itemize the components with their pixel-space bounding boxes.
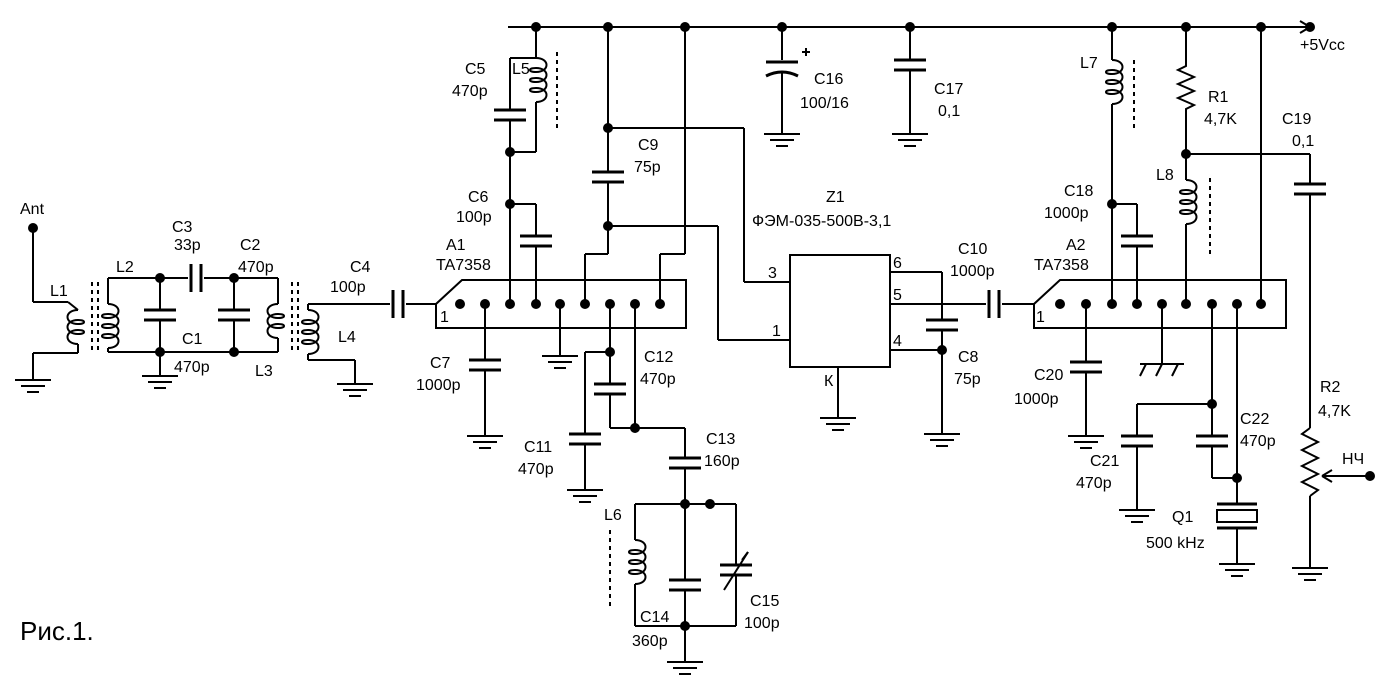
capacitor-icon bbox=[584, 27, 790, 341]
l2-label: L2 bbox=[116, 259, 134, 276]
c1-value: 470p bbox=[174, 359, 210, 376]
z1-pin3: 3 bbox=[768, 265, 777, 282]
c2-ref: C2 bbox=[240, 237, 261, 254]
q1-value: 500 kHz bbox=[1146, 535, 1205, 552]
c10-value: 1000p bbox=[950, 263, 995, 280]
c4-value: 100p bbox=[330, 279, 366, 296]
c19-ref: C19 bbox=[1282, 111, 1311, 128]
antenna-label: Ant bbox=[20, 201, 45, 218]
c4-ref: C4 bbox=[350, 259, 371, 276]
l5-label: L5 bbox=[512, 61, 530, 78]
resistor-icon bbox=[1177, 27, 1326, 428]
filter-icon bbox=[789, 254, 986, 447]
c17-value: 0,1 bbox=[938, 103, 960, 120]
c9-ref: C9 bbox=[638, 137, 659, 154]
c18-ref: C18 bbox=[1064, 183, 1093, 200]
figure-caption: Рис.1. bbox=[20, 616, 94, 646]
inductor-icon bbox=[1105, 27, 1155, 304]
c12-ref: C12 bbox=[644, 349, 673, 366]
r2-value: 4,7K bbox=[1318, 403, 1351, 420]
l7-label: L7 bbox=[1080, 55, 1098, 72]
c14-ref: C14 bbox=[640, 609, 669, 626]
ic-icon bbox=[435, 279, 687, 369]
potentiometer-icon bbox=[1291, 427, 1375, 581]
c13-value: 160p bbox=[704, 453, 740, 470]
z1-pin-k: К bbox=[824, 373, 834, 390]
r2-ref: R2 bbox=[1320, 379, 1341, 396]
l6-label: L6 bbox=[604, 507, 622, 524]
c20-ref: C20 bbox=[1034, 367, 1063, 384]
capacitor-icon bbox=[987, 288, 1034, 320]
inductor-icon bbox=[492, 27, 558, 304]
c19-value: 0,1 bbox=[1292, 133, 1314, 150]
c15-value: 100p bbox=[744, 615, 780, 632]
c14-value: 360p bbox=[632, 633, 668, 650]
transformer-icon bbox=[14, 277, 160, 393]
a1-part: TA7358 bbox=[436, 257, 491, 274]
supply-rail bbox=[508, 20, 1315, 34]
c21-ref: C21 bbox=[1090, 453, 1119, 470]
c22-value: 470p bbox=[1240, 433, 1276, 450]
a2-part: TA7358 bbox=[1034, 257, 1089, 274]
l4-label: L4 bbox=[338, 329, 356, 346]
r1-ref: R1 bbox=[1208, 89, 1229, 106]
c16-ref: C16 bbox=[814, 71, 843, 88]
c13-ref: C13 bbox=[706, 431, 735, 448]
c8-value: 75p bbox=[954, 371, 981, 388]
c17-ref: C17 bbox=[934, 81, 963, 98]
c5-value: 470p bbox=[452, 83, 488, 100]
c15-ref: C15 bbox=[750, 593, 779, 610]
c20-value: 1000p bbox=[1014, 391, 1059, 408]
c9-value: 75p bbox=[634, 159, 661, 176]
l1-label: L1 bbox=[50, 283, 68, 300]
c7-ref: C7 bbox=[430, 355, 451, 372]
a1-ref: A1 bbox=[446, 237, 466, 254]
supply-label: +5Vcc bbox=[1300, 37, 1345, 54]
crystal-icon bbox=[1118, 304, 1258, 577]
c21-value: 470p bbox=[1076, 475, 1112, 492]
q1-ref: Q1 bbox=[1172, 509, 1193, 526]
transformer-icon bbox=[266, 278, 374, 397]
c5-ref: C5 bbox=[465, 61, 486, 78]
audio-out-label: НЧ bbox=[1342, 451, 1364, 468]
c6-ref: C6 bbox=[468, 189, 489, 206]
c12-value: 470p bbox=[640, 371, 676, 388]
z1-pin4: 4 bbox=[893, 333, 902, 350]
z1-part: ФЭМ-035-500В-3,1 bbox=[752, 213, 891, 230]
c11-value: 470p bbox=[518, 461, 554, 478]
c6-value: 100p bbox=[456, 209, 492, 226]
z1-pin6: 6 bbox=[893, 255, 902, 272]
inductor-icon bbox=[609, 427, 754, 675]
r1-value: 4,7K bbox=[1204, 111, 1237, 128]
c11-ref: C11 bbox=[524, 439, 552, 456]
c1-ref: C1 bbox=[182, 331, 203, 348]
capacitor-icon bbox=[360, 288, 436, 320]
c22-ref: C22 bbox=[1240, 411, 1269, 428]
c18-value: 1000p bbox=[1044, 205, 1089, 222]
a2-pin1: 1 bbox=[1036, 309, 1045, 326]
c10-ref: C10 bbox=[958, 241, 987, 258]
z1-pin5: 5 bbox=[893, 287, 902, 304]
c3-ref: C3 bbox=[172, 219, 193, 236]
capacitor-icon bbox=[566, 304, 640, 503]
z1-ref: Z1 bbox=[826, 189, 845, 206]
inductor-icon bbox=[1179, 178, 1211, 304]
capacitor-icon bbox=[891, 27, 929, 147]
l3-label: L3 bbox=[255, 363, 273, 380]
c16-value: 100/16 bbox=[800, 95, 849, 112]
z1-pin1: 1 bbox=[772, 323, 781, 340]
c3-value: 33p bbox=[174, 237, 201, 254]
c8-ref: C8 bbox=[958, 349, 979, 366]
antenna-icon bbox=[28, 223, 68, 303]
a1-pin1: 1 bbox=[440, 309, 449, 326]
a2-ref: A2 bbox=[1066, 237, 1086, 254]
filter-network bbox=[141, 262, 278, 389]
c7-value: 1000p bbox=[416, 377, 461, 394]
electrolytic-capacitor-icon bbox=[763, 27, 810, 147]
l8-label: L8 bbox=[1156, 167, 1174, 184]
c2-value: 470p bbox=[238, 259, 274, 276]
